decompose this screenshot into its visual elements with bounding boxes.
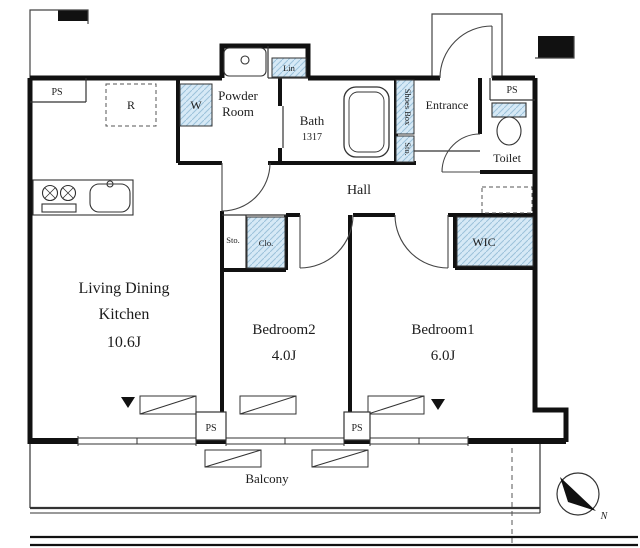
shoes-box [395,79,415,135]
washer-space [179,83,213,127]
toilet-label: Toilet [493,151,521,165]
wall-markers [121,397,445,410]
balcony-label: Balcony [245,471,289,486]
wic-label: WIC [472,235,495,249]
storage-areas [179,57,534,269]
stove-burner [59,184,77,202]
fridge-label: R [127,98,135,112]
ldk-label-1: Living Dining [78,280,169,297]
hall-storage-label: Sto. [226,235,239,245]
window-lines [77,436,469,446]
walk-in-closet [456,216,534,267]
site-boundary-lines [30,535,638,547]
closet-label: Clo. [259,238,273,248]
entrance-label: Entrance [426,98,469,112]
shoes-box-label: Shoes Box [403,89,413,126]
bedroom1-size-label: 6.0J [431,348,456,364]
washer-label: W [190,98,202,112]
bath-label: Bath [300,113,325,128]
window-sash-symbols [139,395,425,468]
stove-burner [41,184,59,202]
ldk-size-label: 10.6J [107,334,141,351]
sink-faucet [106,180,114,188]
ldk-label-2: Kitchen [99,306,150,323]
exterior-outline [29,9,575,78]
entry-storage-label: Sto. [403,142,413,155]
outer-walls [27,43,569,444]
stove-grill [41,203,77,213]
interior-walls [176,78,535,441]
closet [246,216,286,269]
ps-bottom-right-label: PS [351,423,362,434]
wash-basin [223,47,267,77]
kitchen-counter [32,179,134,216]
entry-storage [395,135,415,163]
linen-label: Lin [283,63,296,73]
dashed-outlines [105,83,533,214]
door-arcs [221,25,493,269]
hall-cabinet [481,186,533,214]
powder-room-label-2: Room [222,104,254,119]
exterior-pillars [58,10,574,58]
compass-needle [560,477,596,511]
ps-top-left-label: PS [51,87,62,98]
powder-room-label-1: Powder [218,88,258,103]
kitchen-sink [89,183,131,213]
compass-north-label: N [600,511,609,522]
hall-label: Hall [347,183,371,198]
pipe-shaft-boxes [195,411,371,441]
bath-size-label: 1317 [302,132,322,143]
partition-lines [30,46,535,268]
bathtub [343,86,390,158]
ps-top-right-label: PS [506,85,517,96]
toilet-tank [491,102,527,118]
bedroom1-label: Bedroom1 [411,322,474,338]
fridge-space [105,83,157,127]
toilet-fixture [491,102,527,146]
bedroom2-size-label: 4.0J [272,348,297,364]
linen-closet [271,57,307,78]
compass: N [556,472,609,522]
balcony-sides [29,444,541,513]
toilet-bowl [496,116,522,146]
ps-bottom-left-label: PS [205,423,216,434]
bedroom2-label: Bedroom2 [252,322,315,338]
